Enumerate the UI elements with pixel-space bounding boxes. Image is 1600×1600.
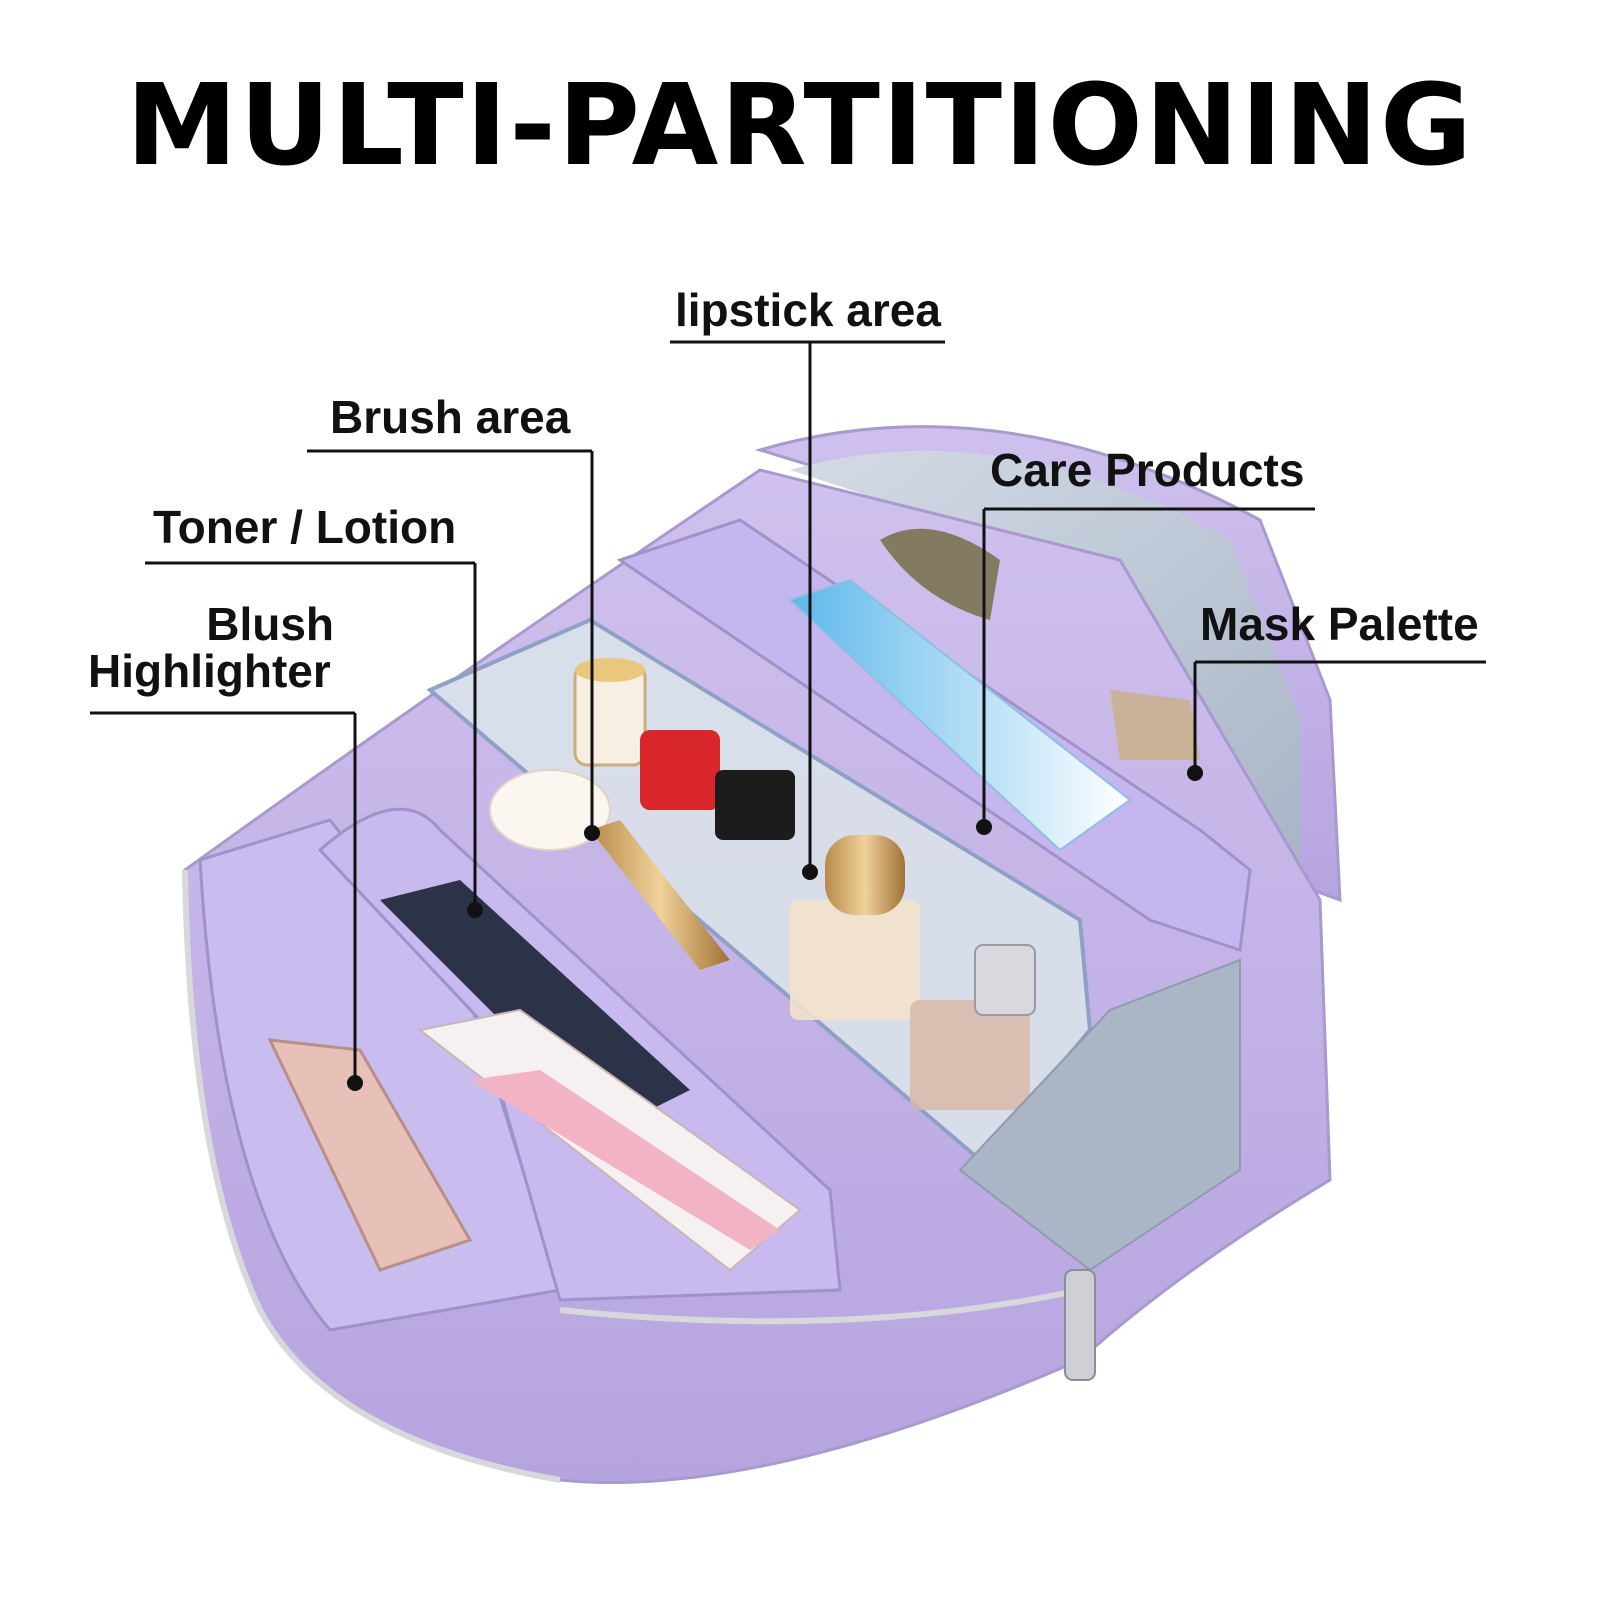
front-zipper — [182, 869, 561, 1483]
lid-lining — [790, 451, 1300, 860]
label-toner-lotion: Toner / Lotion — [153, 501, 457, 553]
dot-mask — [1187, 765, 1203, 781]
lipstick-black — [715, 770, 795, 840]
pink-stripe — [470, 1070, 780, 1250]
dot-care — [976, 819, 992, 835]
mask-jar — [1110, 690, 1200, 760]
brush-handle — [590, 820, 730, 970]
blue-tube — [788, 578, 1132, 852]
mesh-side — [958, 958, 1241, 1272]
dark-bottle — [380, 880, 690, 1130]
blush-compact — [267, 1038, 473, 1272]
dot-lipstick — [802, 864, 818, 880]
foundation-cap — [825, 835, 905, 915]
label-lipstick-area: lipstick area — [675, 284, 941, 336]
label-blush: Blush — [206, 598, 334, 650]
dot-toner — [467, 902, 483, 918]
brush-head — [489, 769, 611, 851]
perfume-bottle — [910, 1000, 1030, 1110]
dot-brush — [584, 825, 600, 841]
zipper-pull — [1064, 1269, 1096, 1381]
foundation-bottle — [790, 900, 920, 1020]
rim-zipper — [559, 1287, 1081, 1325]
leader-dots — [347, 765, 1203, 1091]
perfume-cap — [974, 944, 1036, 1016]
blush-pocket — [198, 818, 562, 1332]
sunglasses — [880, 528, 1000, 620]
label-care-products: Care Products — [990, 444, 1305, 496]
leader-lines — [90, 340, 1486, 1083]
page-title: MULTI-PARTITIONING — [126, 61, 1474, 191]
label-brush-area: Brush area — [330, 391, 571, 443]
label-mask-palette: Mask Palette — [1200, 598, 1479, 650]
lipstick-red — [640, 730, 720, 810]
label-highlighter: Highlighter — [88, 645, 331, 697]
dot-blush — [347, 1075, 363, 1091]
